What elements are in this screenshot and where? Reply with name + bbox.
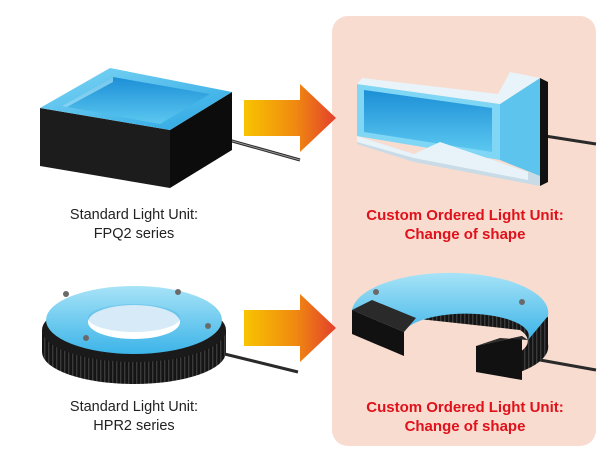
ring-inner-shadow <box>88 304 180 332</box>
standard-caption-hpr2: Standard Light Unit: HPR2 series <box>34 398 234 436</box>
standard-caption-line2: FPQ2 series <box>93 226 175 242</box>
custom-caption-line1: Custom Ordered Light Unit: <box>366 399 564 416</box>
box-side-face <box>170 92 232 188</box>
custom-ring-light-image <box>352 272 597 380</box>
custom-caption-line1: Custom Ordered Light Unit: <box>366 207 564 224</box>
screw-icon <box>83 335 89 341</box>
screw-icon <box>519 299 525 305</box>
screw-icon <box>373 289 379 295</box>
screw-icon <box>63 291 69 297</box>
custom-caption-line2: Change of shape <box>404 418 526 435</box>
cut-face-right <box>476 336 522 380</box>
standard-caption-fpq2: Standard Light Unit: FPQ2 series <box>34 206 234 244</box>
cut-top-left <box>352 300 416 332</box>
fpq2-square-light-image <box>40 68 301 188</box>
cut-top-right <box>476 336 528 346</box>
custom-caption-line2: Change of shape <box>404 226 526 243</box>
screw-icon <box>175 289 181 295</box>
cut-face-left <box>352 310 404 356</box>
custom-rim <box>357 72 540 104</box>
arrow-right-icon <box>244 84 336 152</box>
custom-caption-shape-1: Custom Ordered Light Unit: Change of sha… <box>340 206 590 244</box>
standard-caption-line1: Standard Light Unit: <box>69 399 199 415</box>
hpr2-ring-light-image <box>42 286 299 384</box>
custom-edge <box>540 78 548 186</box>
screw-icon <box>205 323 211 329</box>
custom-caption-shape-2: Custom Ordered Light Unit: Change of sha… <box>340 398 590 436</box>
standard-caption-line1: Standard Light Unit: <box>69 207 199 223</box>
lens-highlight <box>62 77 113 107</box>
cable <box>539 358 597 372</box>
box-front-face <box>40 108 170 188</box>
standard-caption-line2: HPR2 series <box>93 418 175 434</box>
custom-inner-lens <box>364 90 492 152</box>
ring-hole <box>88 305 180 339</box>
arrow-right-icon <box>244 294 336 362</box>
custom-square-light-image <box>357 72 597 186</box>
cable <box>544 134 597 146</box>
custom-side-lens <box>500 78 540 176</box>
custom-floor <box>357 136 528 180</box>
